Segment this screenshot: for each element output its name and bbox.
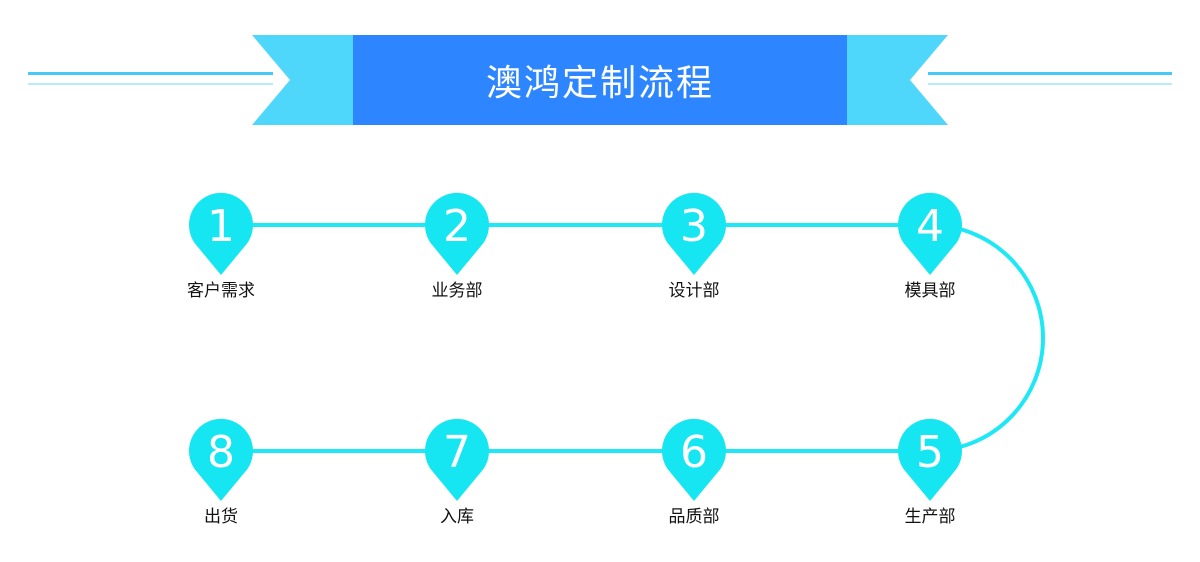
step-number: 4 xyxy=(916,201,944,252)
step-number: 2 xyxy=(443,201,471,252)
pin-marker xyxy=(189,418,253,501)
step-pin-2: 2 xyxy=(425,192,489,275)
step-number: 5 xyxy=(916,427,944,478)
step-label-6: 品质部 xyxy=(668,507,720,527)
step-pins: 1 2 3 4 5 6 7 8 xyxy=(188,192,962,501)
step-pin-3: 3 xyxy=(662,192,726,275)
header-left-lines xyxy=(28,72,273,85)
step-label-8: 出货 xyxy=(204,507,238,527)
step-label-4: 模具部 xyxy=(904,281,956,301)
step-number: 3 xyxy=(680,201,708,252)
step-pin-6: 6 xyxy=(662,418,726,501)
banner-right-wing xyxy=(845,35,948,125)
step-label-3: 设计部 xyxy=(668,281,720,301)
step-pin-7: 7 xyxy=(425,418,489,501)
step-pin-4: 4 xyxy=(898,192,962,275)
step-label-2: 业务部 xyxy=(431,281,483,301)
step-label-1: 客户需求 xyxy=(187,281,255,301)
banner-left-wing xyxy=(252,35,355,125)
header-right-lines xyxy=(928,72,1172,85)
step-number: 1 xyxy=(207,201,235,252)
pin-marker xyxy=(425,418,489,501)
step-number: 8 xyxy=(207,427,235,478)
page-title: 澳鸿定制流程 xyxy=(485,63,714,104)
pin-marker xyxy=(425,192,489,275)
pin-marker xyxy=(662,418,726,501)
banner-center xyxy=(353,35,847,125)
step-pin-8: 8 xyxy=(189,418,253,501)
step-pin-5: 5 xyxy=(898,418,962,501)
flow-path xyxy=(221,223,1045,453)
step-label-5: 生产部 xyxy=(904,507,956,527)
step-pin-1: 1 xyxy=(188,192,253,275)
step-label-7: 入库 xyxy=(440,507,474,527)
step-number: 6 xyxy=(680,427,708,478)
pin-marker xyxy=(898,192,962,275)
pin-marker xyxy=(188,192,253,275)
step-number: 7 xyxy=(443,427,471,478)
pin-marker xyxy=(898,418,962,501)
pin-marker xyxy=(662,192,726,275)
